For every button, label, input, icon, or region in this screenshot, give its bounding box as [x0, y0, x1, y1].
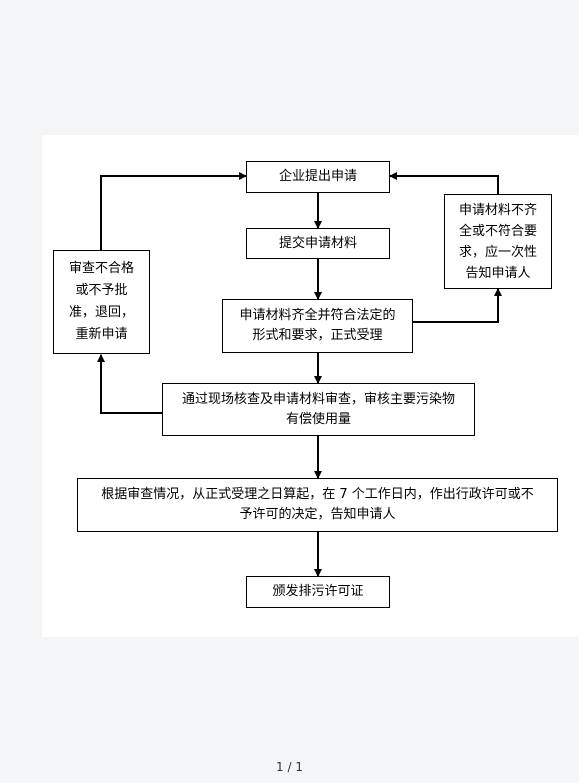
step-apply-box: 企业提出申请 [246, 161, 390, 193]
arrow-review-to-reject [97, 354, 162, 414]
page-number: 1 / 1 [276, 760, 303, 774]
step-submit-box: 提交申请材料 [246, 228, 390, 259]
step-review-box: 通过现场核查及申请材料审查，审核主要污染物 有偿使用量 [162, 383, 475, 436]
incomplete-notice-box: 申请材料不齐 全或不符合要 求，应一次性 告知申请人 [444, 194, 552, 289]
arrow-notice-to-apply [389, 172, 499, 194]
step-issue-box: 颁发排污许可证 [246, 576, 390, 608]
step-decision-box: 根据审查情况，从正式受理之日算起，在 7 个工作日内，作出行政许可或不 予许可的… [77, 478, 558, 532]
reject-box: 审查不合格 或不予批 准，退回， 重新申请 [53, 250, 150, 354]
arrow-reject-to-apply [100, 172, 247, 250]
arrow-accept-to-notice [413, 288, 502, 323]
step-accept-box: 申请材料齐全并符合法定的 形式和要求，正式受理 [222, 299, 413, 353]
